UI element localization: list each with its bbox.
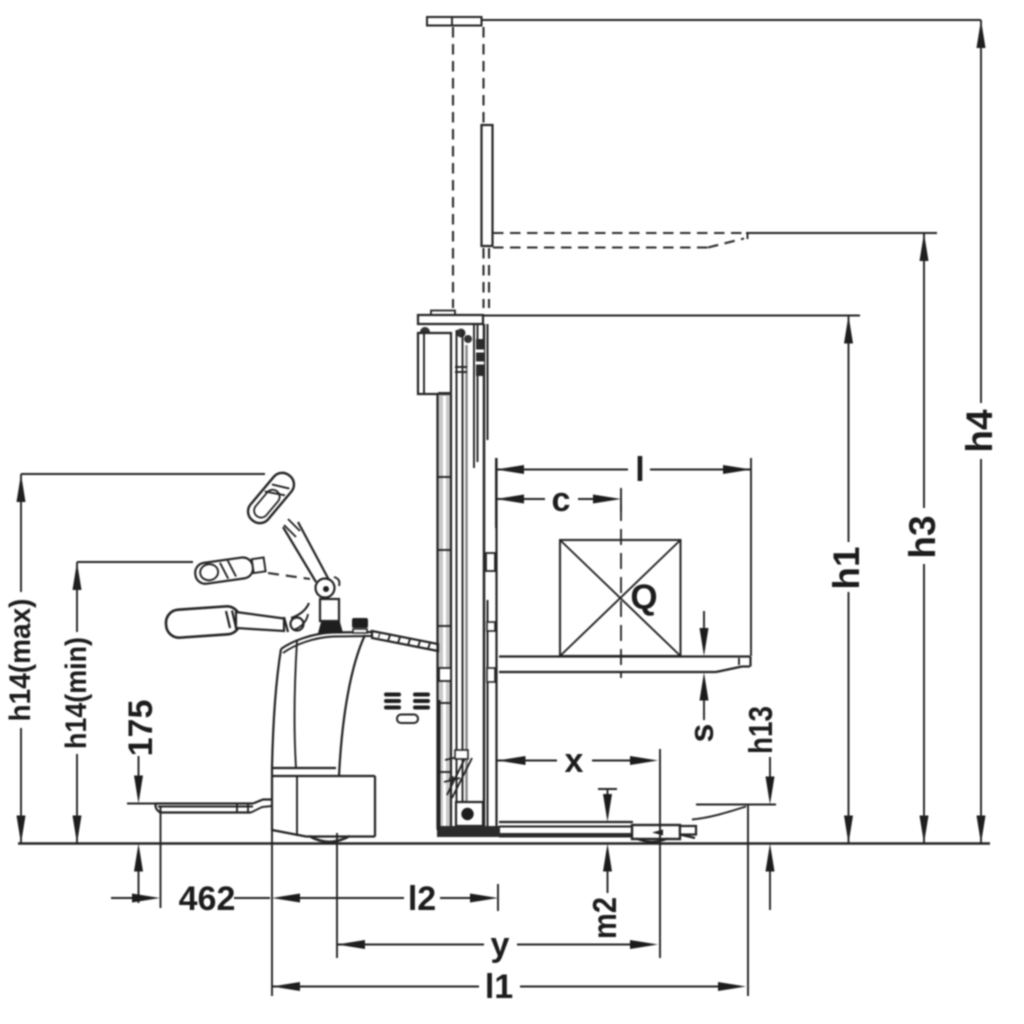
- svg-text:h4: h4: [959, 409, 1000, 453]
- svg-text:h13: h13: [742, 706, 779, 754]
- svg-text:h3: h3: [902, 515, 943, 558]
- svg-text:h14(min): h14(min): [60, 637, 93, 749]
- svg-text:175: 175: [122, 700, 160, 757]
- svg-text:s: s: [683, 724, 721, 743]
- svg-text:m2: m2: [586, 897, 623, 939]
- svg-text:y: y: [491, 926, 510, 964]
- svg-text:x: x: [565, 742, 584, 780]
- svg-text:l1: l1: [485, 968, 513, 1006]
- svg-text:h14(max): h14(max): [4, 599, 37, 722]
- svg-text:Q: Q: [630, 578, 657, 617]
- svg-text:l: l: [635, 451, 644, 489]
- svg-text:l2: l2: [408, 880, 436, 918]
- svg-text:h1: h1: [826, 546, 867, 589]
- svg-text:462: 462: [179, 880, 236, 918]
- svg-text:c: c: [552, 481, 571, 519]
